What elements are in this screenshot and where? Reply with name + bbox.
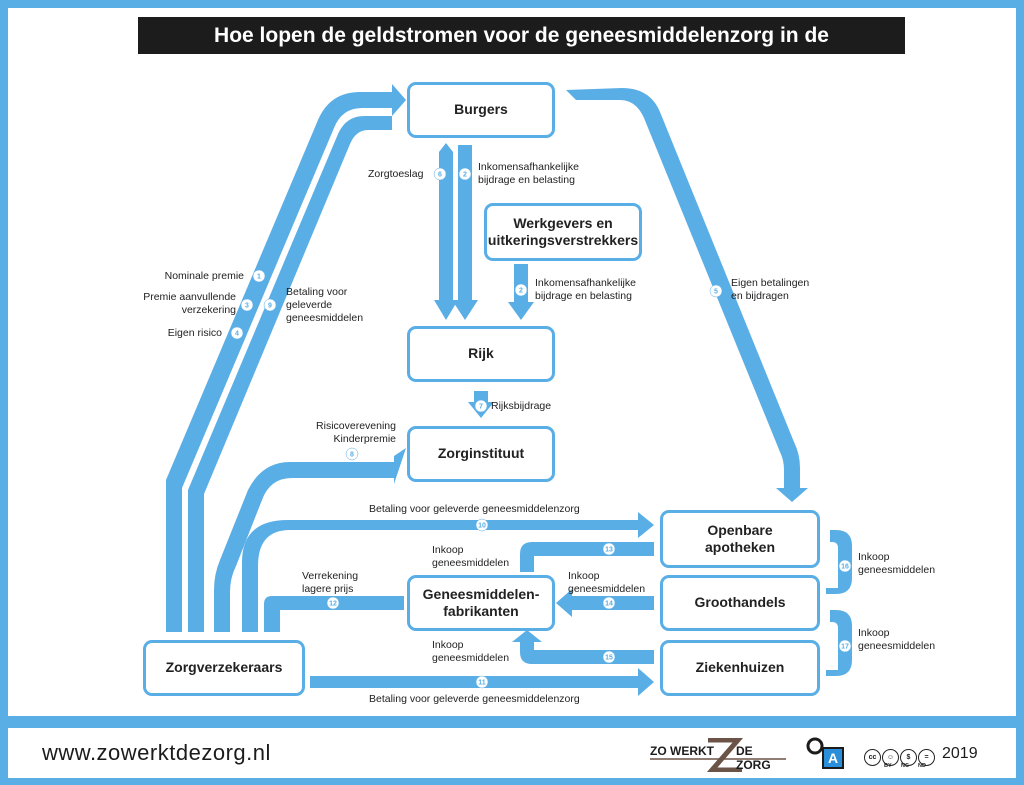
label-17: Inkoop geneesmiddelen [858,627,936,653]
cc-nd: ND [918,763,926,769]
band-13 [520,542,654,572]
label-1: Nominale premie [164,270,244,282]
node-openbare-apotheken: Openbare apotheken [660,510,820,568]
badge-number-11: 11 [478,680,486,687]
badge-13 [602,542,616,556]
badge-number-10: 10 [478,523,486,530]
node-fabrikanten: Geneesmiddelen-fabrikanten [407,575,555,631]
label-16: Inkoop geneesmiddelen [858,551,936,577]
band-15 [512,630,654,664]
label-4: Eigen risico [167,327,222,339]
band-8 [214,448,406,632]
badge-number-12: 12 [329,601,337,608]
badge-2 [458,167,472,181]
label-3: Premie aanvullende verzekering [143,291,236,317]
cc-by: BY [884,763,892,769]
badge-number-7: 7 [479,404,483,411]
nd-icon: = [918,749,935,766]
node-groothandels: Groothandels [660,575,820,631]
badge-2b [514,283,528,297]
badge-number-17: 17 [841,644,849,651]
brand-left: ZO WERKT [650,744,714,758]
oa-letter: A [828,750,839,766]
badge-11 [475,675,489,689]
badge-4 [230,326,244,340]
label-8: Risicoverevening Kinderpremie [316,420,396,446]
cc-nc: NC [901,763,909,769]
badge-1 [252,269,266,283]
node-zorgverzekeraars: Zorgverzekeraars [143,640,305,696]
label-2b: Inkomensafhankelijke bijdrage en belasti… [535,277,636,303]
label-10: Betaling voor geleverde geneesmiddelenzo… [369,503,580,515]
brand-right: DE ZORG [736,744,771,772]
cc-icon: cc [864,749,881,766]
badge-number-9: 9 [268,303,272,310]
badge-number-4: 4 [235,331,239,338]
badge-number-1: 1 [257,274,261,281]
arrow-6 [434,143,458,320]
badge-number-2b: 2 [519,288,523,295]
label-13: Inkoop geneesmiddelen [432,544,510,570]
label-9: Betaling voor geleverde geneesmiddelen [286,286,364,325]
badge-number-8: 8 [350,452,354,459]
zowerktdezorg-logo: ZO WERKT DE ZORG [650,738,786,772]
badge-14 [602,596,616,610]
badge-number-6: 6 [438,172,442,179]
footer-bar [8,728,1016,778]
badge-6 [433,167,447,181]
badge-5 [709,284,723,298]
open-access-logo: A [806,737,846,771]
band-5 [566,88,808,502]
label-7: Rijksbijdrage [491,400,552,412]
band-10 [242,512,654,632]
footer-url[interactable]: www.zowerktdezorg.nl [42,740,271,765]
label-5: Eigen betalingen en bijdragen [731,277,810,303]
node-zorginstituut: Zorginstituut [407,426,555,482]
node-ziekenhuizen: Ziekenhuizen [660,640,820,696]
badge-17 [838,639,852,653]
badge-number-13: 13 [605,547,613,554]
label-11: Betaling voor geleverde geneesmiddelenzo… [369,693,580,705]
footer-year: 2019 [942,745,978,762]
badge-8 [345,447,359,461]
badge-3 [240,298,254,312]
page-title: Hoe lopen de geldstromen voor de geneesm… [138,17,905,84]
by-icon: ☺ [882,749,899,766]
badge-number-3: 3 [245,303,249,310]
nc-icon: $ [900,749,917,766]
badge-number-14: 14 [605,601,613,608]
badge-number-16: 16 [841,564,849,571]
node-rijk: Rijk [407,326,555,382]
creative-commons-license: cc☺$= BY NC ND [864,746,936,772]
label-12: Verrekening lagere prijs [302,570,359,596]
badge-12 [326,596,340,610]
badge-number-5: 5 [714,289,718,296]
label-2a: Inkomensafhankelijke bijdrage en belasti… [478,161,579,187]
badge-9 [263,298,277,312]
badge-number-15: 15 [605,655,613,662]
badge-15 [602,650,616,664]
node-werkgevers: Werkgevers en uitkeringsverstrekkers [484,203,642,261]
badge-number-2: 2 [463,172,467,179]
node-burgers: Burgers [407,82,555,138]
arrow-2a [452,145,478,320]
band-17 [826,610,852,676]
band-16 [826,530,852,594]
label-15: Inkoop geneesmiddelen [432,639,510,665]
label-14: Inkoop geneesmiddelen [568,570,646,596]
badge-7 [474,399,488,413]
badge-10 [475,518,489,532]
band-12 [264,596,404,632]
label-6: Zorgtoeslag [368,168,424,180]
badge-16 [838,559,852,573]
